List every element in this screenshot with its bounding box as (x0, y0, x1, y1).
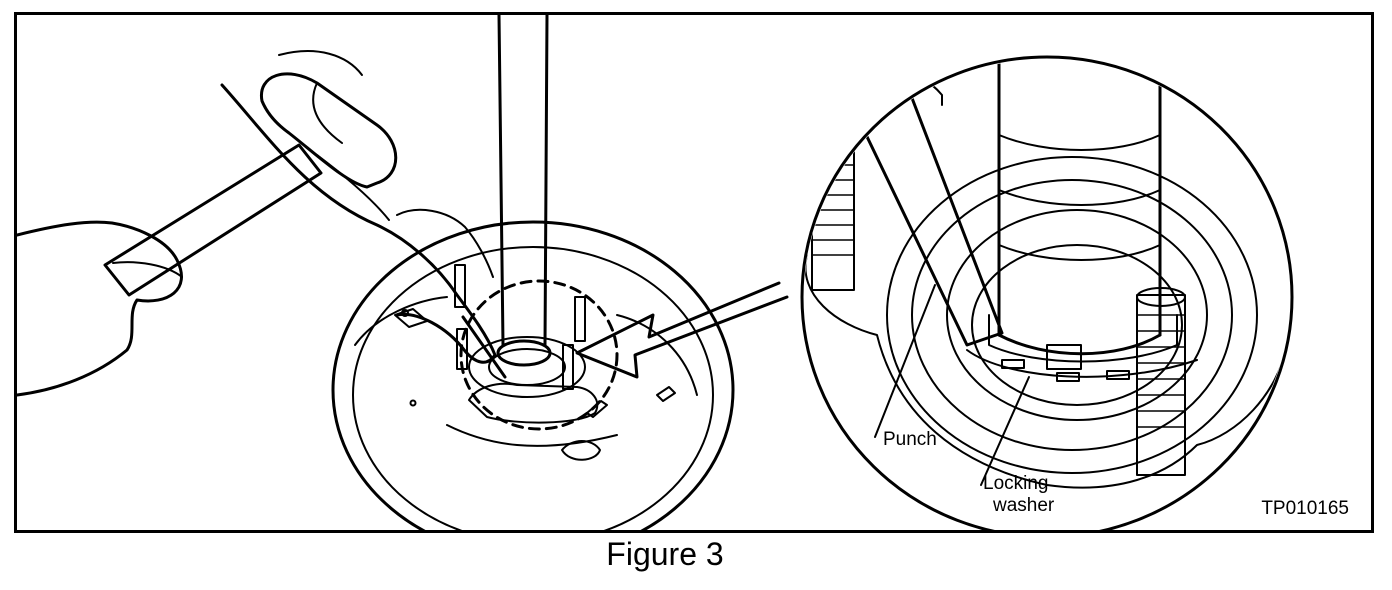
figure-frame: Punch Locking washer TP010165 (14, 12, 1374, 533)
punch-leader-line (874, 284, 936, 438)
callout-punch: Punch (883, 429, 937, 450)
locking-washer-leader-line (980, 376, 1030, 486)
left-hand (17, 220, 183, 397)
figure-code: TP010165 (1261, 498, 1349, 519)
punch-tool-small (461, 315, 507, 379)
magnified-view (800, 55, 1294, 530)
technical-illustration (17, 15, 1294, 530)
callout-locking-washer-line1: Locking (983, 473, 1049, 494)
pointer-arrow (575, 281, 789, 379)
callout-locking-washer-line2: washer (993, 495, 1055, 516)
figure-caption: Figure 3 (606, 536, 724, 572)
right-hand (220, 50, 497, 364)
backing-plate (331, 220, 735, 530)
detail-circle (459, 279, 619, 431)
axle-shaft (468, 15, 586, 398)
hammer (103, 72, 398, 297)
wheel-studs-left (454, 264, 586, 390)
